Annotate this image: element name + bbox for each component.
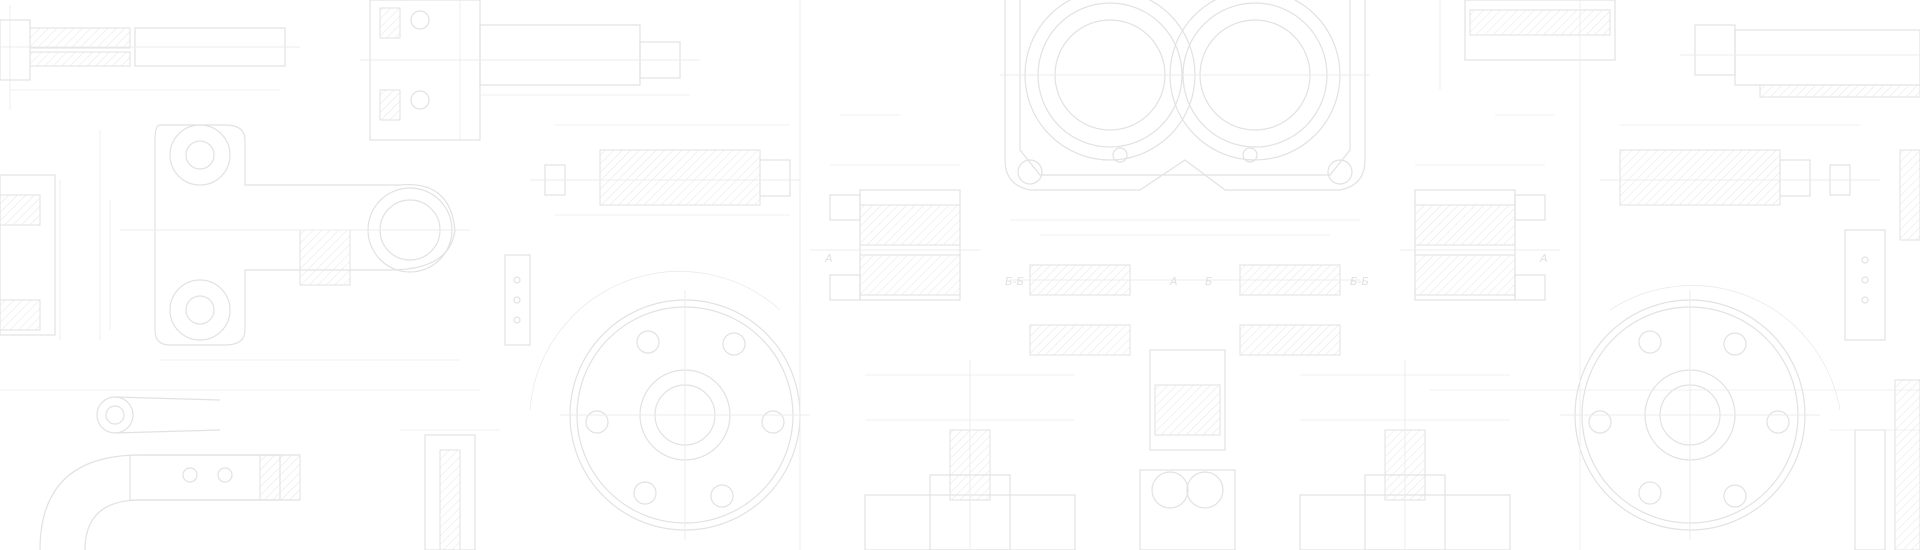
- section-label-a-center: А: [1169, 275, 1178, 288]
- gear-pump-housing-drawing: [1000, 0, 1370, 236]
- connecting-rod-drawing: [99, 124, 470, 361]
- right-edge-details: [1830, 149, 1920, 550]
- shaft-drawing-left: [0, 5, 300, 110]
- bracket-drawing-left: [0, 174, 111, 340]
- section-label-a-left: A: [824, 252, 833, 265]
- section-label-a-right: A: [1539, 252, 1548, 265]
- section-label-bb-left: Б-Б: [1005, 275, 1024, 288]
- small-shaft-drawing-right: [1600, 124, 1880, 206]
- hub-assembly-drawing-left: [864, 360, 1076, 550]
- section-label-b-center: Б: [1205, 275, 1213, 288]
- hub-assembly-drawing-right: [1299, 360, 1511, 550]
- bushing-section-drawing: A: [799, 164, 980, 310]
- shaft-drawing-right-top: [1439, 0, 1920, 98]
- flange-wheel-drawing-right: [1560, 285, 1841, 540]
- mid-left-small-parts: [400, 254, 531, 550]
- flange-wheel-drawing-left: [529, 271, 810, 540]
- center-section-drawings: Б-Б Б-Б А Б: [1005, 264, 1369, 550]
- pipe-elbow-drawing: [39, 396, 301, 550]
- bearing-housing-drawing: [360, 0, 700, 141]
- bushing-section-drawing-right: A: [1400, 164, 1560, 301]
- small-shaft-drawing: [530, 124, 800, 216]
- section-label-bb-right: Б-Б: [1350, 275, 1369, 288]
